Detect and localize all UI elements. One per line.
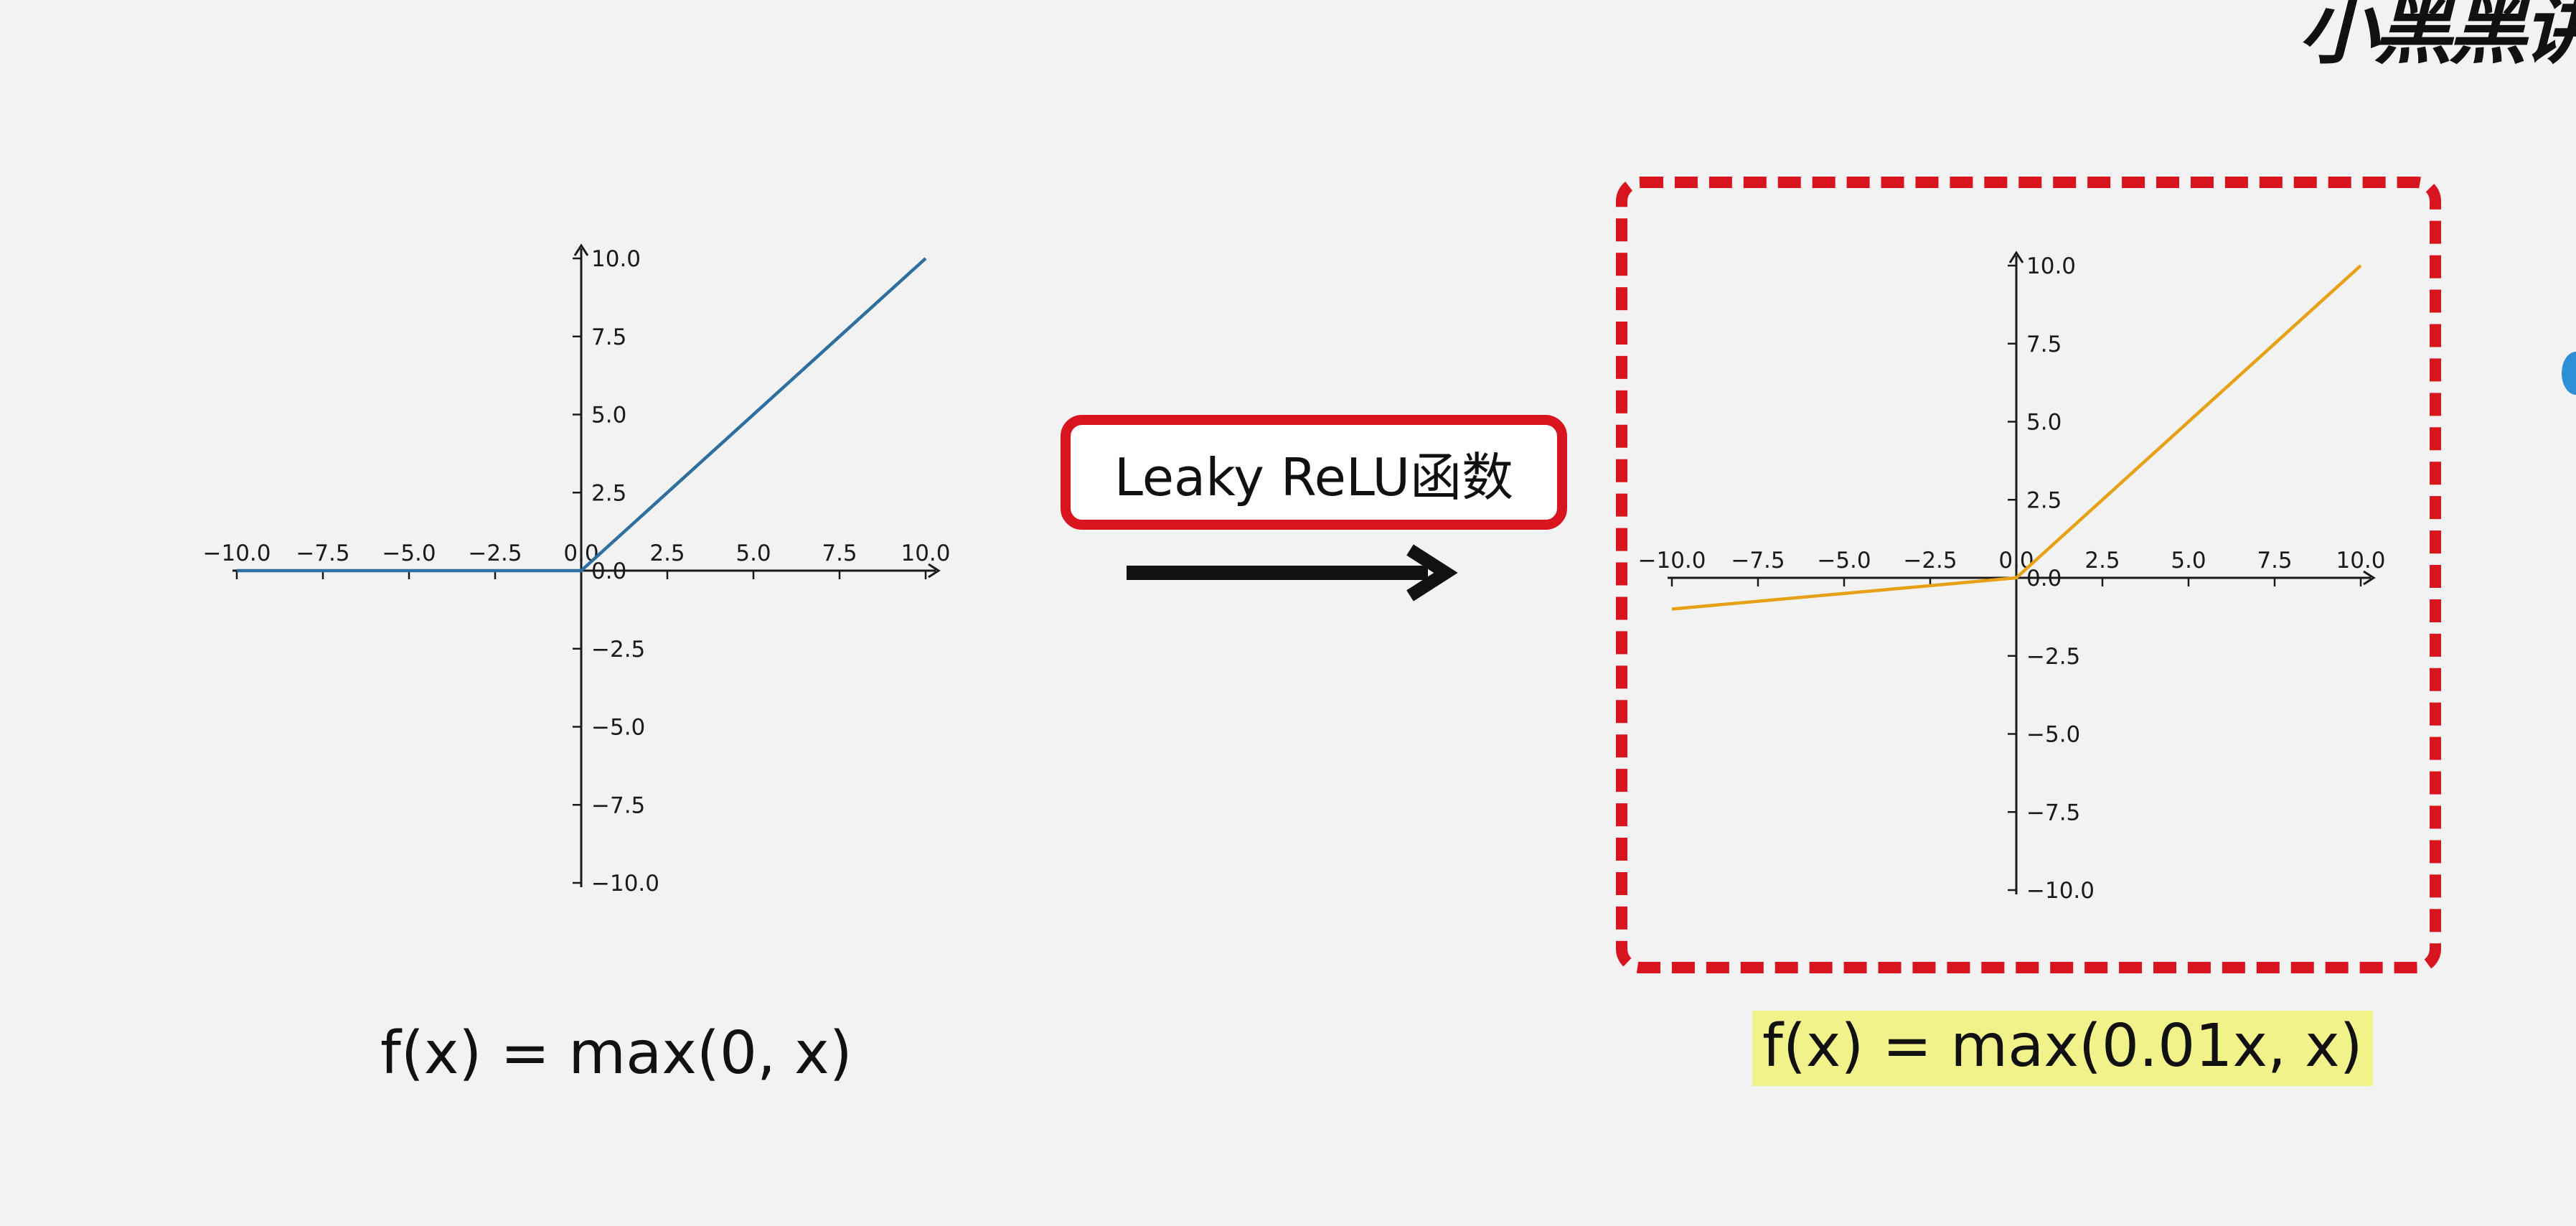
relu-y-tick-label: −5.0 <box>591 715 645 741</box>
leaky-relu-highlight-frame <box>1616 177 2441 973</box>
leaky-relu-x-tick-label: 10.0 <box>2336 548 2385 574</box>
right-arrow-icon <box>1127 544 1458 602</box>
relu-chart-svg: −10.0 −7.5 −5.0 −2.5 0.0 2.5 5.0 7.5 10.0 10.0 7.5… <box>203 243 951 897</box>
relu-y-axis-arrow <box>573 243 589 256</box>
side-indicator-icon <box>2562 352 2576 395</box>
leaky-relu-y-tick-label: −7.5 <box>2026 800 2080 825</box>
relu-x-tick-label: 5.0 <box>735 541 771 566</box>
relu-y-tick-label: −2.5 <box>591 637 645 663</box>
leaky-relu-x-tick-label: −7.5 <box>1731 548 1785 574</box>
brand-logo: 小黑黑讲 <box>2299 0 2576 75</box>
relu-y-tick-label: −10.0 <box>591 871 659 897</box>
relu-y-tick-label: −7.5 <box>591 792 645 818</box>
relu-x-axis-arrow <box>928 563 941 579</box>
relu-x-tick-label: −5.0 <box>382 541 436 566</box>
relu-series-line <box>237 257 927 573</box>
relu-x-tick-label: −10.0 <box>203 541 271 566</box>
leaky-relu-x-tick-label: −2.5 <box>1903 548 1957 574</box>
relu-y-tick-label: 7.5 <box>591 324 626 350</box>
relu-x-tick-label: 2.5 <box>649 541 685 566</box>
relu-y-tick-label: 2.5 <box>591 480 626 506</box>
relu-x-tick-label: −7.5 <box>296 541 349 566</box>
leaky-relu-y-tick-label: 7.5 <box>2026 332 2062 357</box>
relu-x-tick-label: −2.5 <box>468 541 522 566</box>
leaky-relu-y-tick-label: 2.5 <box>2026 487 2062 513</box>
leaky-relu-series-line <box>1671 264 2362 611</box>
relu-x-tick-label: 7.5 <box>822 541 857 566</box>
leaky-relu-x-axis-arrow <box>2363 570 2376 586</box>
leaky-relu-chart-svg: −10.0 −7.5 −5.0 −2.5 0.0 2.5 5.0 7.5 10.0 10.0 7.5… <box>1638 251 2386 904</box>
relu-chart: −10.0 −7.5 −5.0 −2.5 0.0 2.5 5.0 7.5 10.0 10.0 7.5… <box>172 194 990 947</box>
leaky-relu-y-tick-label: 5.0 <box>2026 410 2062 436</box>
relu-x-tick-label: 10.0 <box>901 541 950 566</box>
leaky-relu-x-tick-label: 2.5 <box>2084 548 2120 574</box>
leaky-relu-x-tick-label: −5.0 <box>1817 548 1871 574</box>
leaky-relu-title-badge: Leaky ReLU函数 <box>1061 415 1567 530</box>
leaky-relu-x-tick-label: −10.0 <box>1638 548 1706 574</box>
leaky-relu-x-tick-label: 5.0 <box>2171 548 2206 574</box>
leaky-relu-title: Leaky ReLU函数 <box>1114 446 1514 507</box>
leaky-relu-y-tick-label: −5.0 <box>2026 722 2080 748</box>
relu-y-tick-label: 0.0 <box>591 558 626 584</box>
relu-y-tick-label: 10.0 <box>591 246 641 272</box>
leaky-relu-x-tick-label: 7.5 <box>2257 548 2292 574</box>
leaky-relu-y-axis-arrow <box>2008 251 2024 263</box>
relu-y-tick-label: 5.0 <box>591 403 626 429</box>
leaky-relu-y-tick-label: −2.5 <box>2026 644 2080 670</box>
relu-formula: f(x) = max(0, x) <box>380 1019 852 1087</box>
leaky-relu-y-tick-label: 10.0 <box>2026 253 2076 279</box>
leaky-relu-formula: f(x) = max(0.01x, x) <box>1752 1011 2373 1086</box>
leaky-relu-chart: −10.0 −7.5 −5.0 −2.5 0.0 2.5 5.0 7.5 10.0 10.0 7.5… <box>1607 201 2425 955</box>
leaky-relu-y-tick-label: −10.0 <box>2026 878 2095 904</box>
leaky-relu-y-tick-label: 0.0 <box>2026 566 2062 591</box>
